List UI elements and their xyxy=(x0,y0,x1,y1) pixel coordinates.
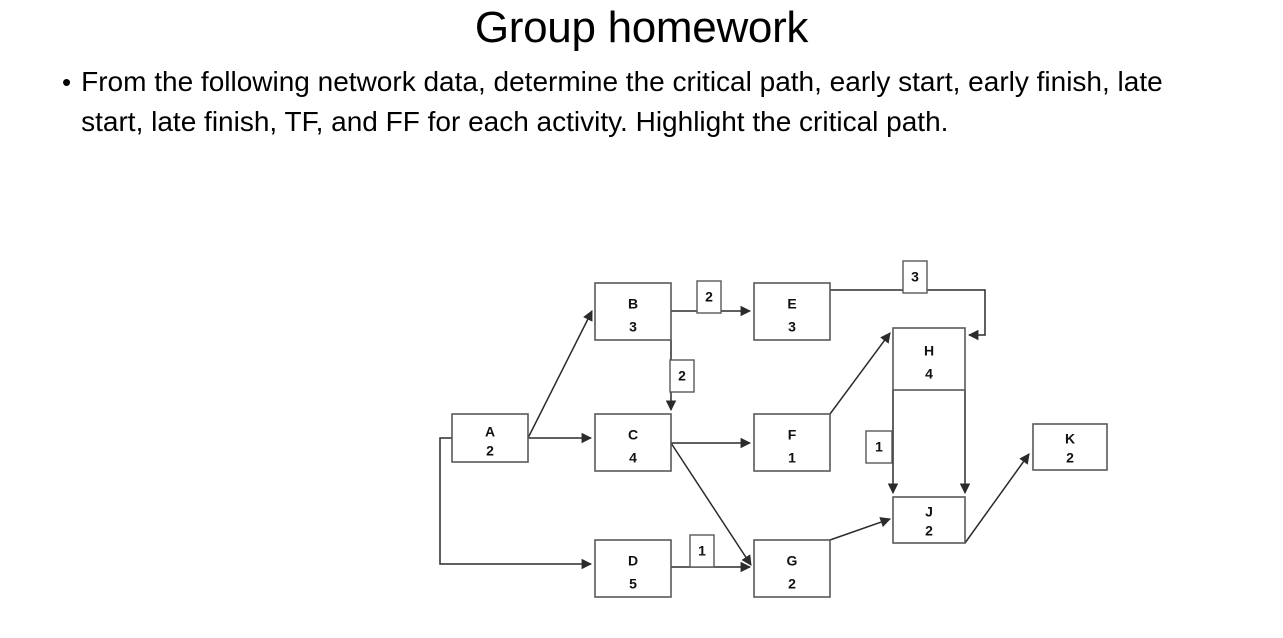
list-item: • From the following network data, deter… xyxy=(62,62,1172,142)
node-g-duration: 2 xyxy=(788,576,796,592)
node-j[interactable]: J 2 xyxy=(892,496,966,544)
node-d[interactable]: D 5 xyxy=(594,539,672,598)
node-k[interactable]: K 2 xyxy=(1032,423,1108,471)
edge-j-to-k xyxy=(964,453,1030,544)
node-a-duration: 2 xyxy=(486,443,494,459)
bullet-marker-icon: • xyxy=(62,67,72,97)
node-d-duration: 5 xyxy=(629,576,637,592)
lag-label-b-to-c-value: 2 xyxy=(678,368,686,384)
lag-label-h-to-j: 1 xyxy=(865,430,893,464)
edge-a-to-b xyxy=(527,310,593,439)
lag-label-d-to-g: 1 xyxy=(689,534,715,568)
edge-a-to-d xyxy=(439,437,593,570)
node-k-duration: 2 xyxy=(1066,450,1074,466)
lag-label-e-to-h-value: 3 xyxy=(911,269,919,285)
node-g-label: G xyxy=(787,553,798,569)
lag-label-h-to-j-value: 1 xyxy=(875,439,883,455)
edge-g-to-j xyxy=(829,517,891,541)
bullet-text: From the following network data, determi… xyxy=(81,66,1163,137)
node-f-label: F xyxy=(788,427,797,443)
node-h[interactable]: H 4 xyxy=(892,327,966,391)
bullet-list: • From the following network data, deter… xyxy=(62,62,1172,142)
node-k-label: K xyxy=(1065,431,1075,447)
lag-label-d-to-g-value: 1 xyxy=(698,543,706,559)
node-b-duration: 3 xyxy=(629,319,637,335)
node-e-duration: 3 xyxy=(788,319,796,335)
lag-label-e-to-h: 3 xyxy=(902,260,928,294)
lag-label-b-to-e: 2 xyxy=(696,280,722,314)
node-h-label: H xyxy=(924,343,934,359)
edge-e-to-h xyxy=(830,289,986,341)
node-e[interactable]: E 3 xyxy=(753,282,831,341)
lag-label-b-to-e-value: 2 xyxy=(705,289,713,305)
node-c-label: C xyxy=(628,427,638,443)
node-a-label: A xyxy=(485,424,495,440)
node-j-duration: 2 xyxy=(925,523,933,539)
node-h-duration: 4 xyxy=(925,366,933,382)
edge-f-to-h xyxy=(829,332,891,415)
node-d-label: D xyxy=(628,553,638,569)
node-e-label: E xyxy=(787,296,796,312)
node-j-label: J xyxy=(925,504,933,520)
node-b-label: B xyxy=(628,296,638,312)
edge-c-to-g xyxy=(670,442,752,566)
lag-label-b-to-c: 2 xyxy=(669,359,695,393)
node-f[interactable]: F 1 xyxy=(753,413,831,472)
node-a[interactable]: A 2 xyxy=(451,413,529,463)
node-c-duration: 4 xyxy=(629,450,637,466)
node-b[interactable]: B 3 xyxy=(594,282,672,341)
page-title: Group homework xyxy=(474,3,809,52)
node-f-duration: 1 xyxy=(788,450,796,466)
node-g[interactable]: G 2 xyxy=(753,539,831,598)
node-c[interactable]: C 4 xyxy=(594,413,672,472)
